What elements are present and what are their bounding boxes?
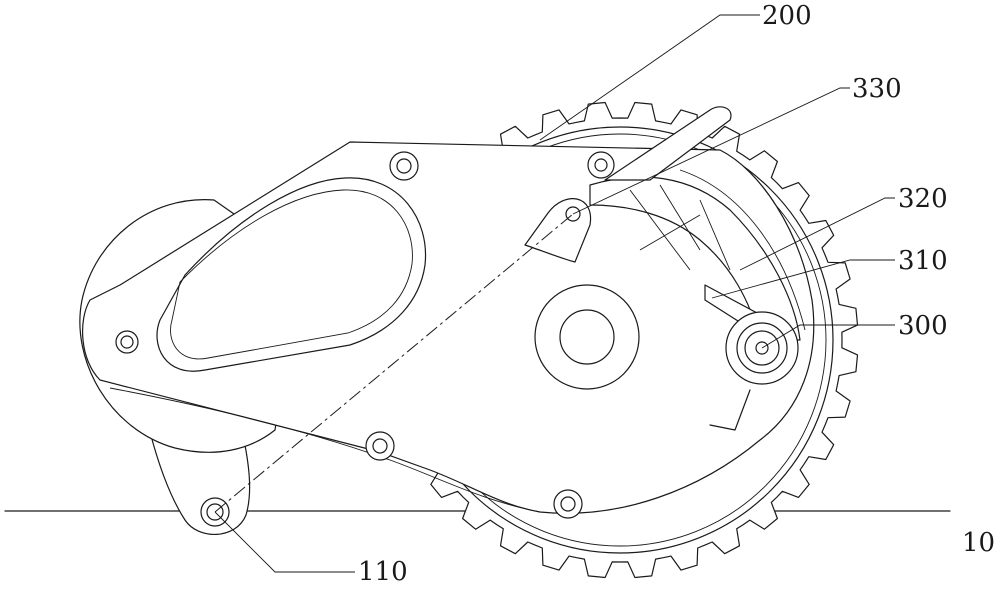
ref-label-300: 300: [898, 313, 948, 339]
ref-label-310: 310: [898, 248, 948, 274]
ref-label-110: 110: [358, 559, 408, 585]
bolt-2: [588, 152, 614, 178]
ref-label-320: 320: [898, 186, 948, 212]
bolt-5: [554, 490, 582, 518]
bolt-4: [366, 432, 394, 460]
bolt-1: [390, 152, 418, 180]
ref-label-200: 200: [762, 3, 812, 29]
bolt-3: [116, 331, 138, 353]
ref-label-10: 10: [962, 530, 995, 556]
ref-label-330: 330: [852, 76, 902, 102]
